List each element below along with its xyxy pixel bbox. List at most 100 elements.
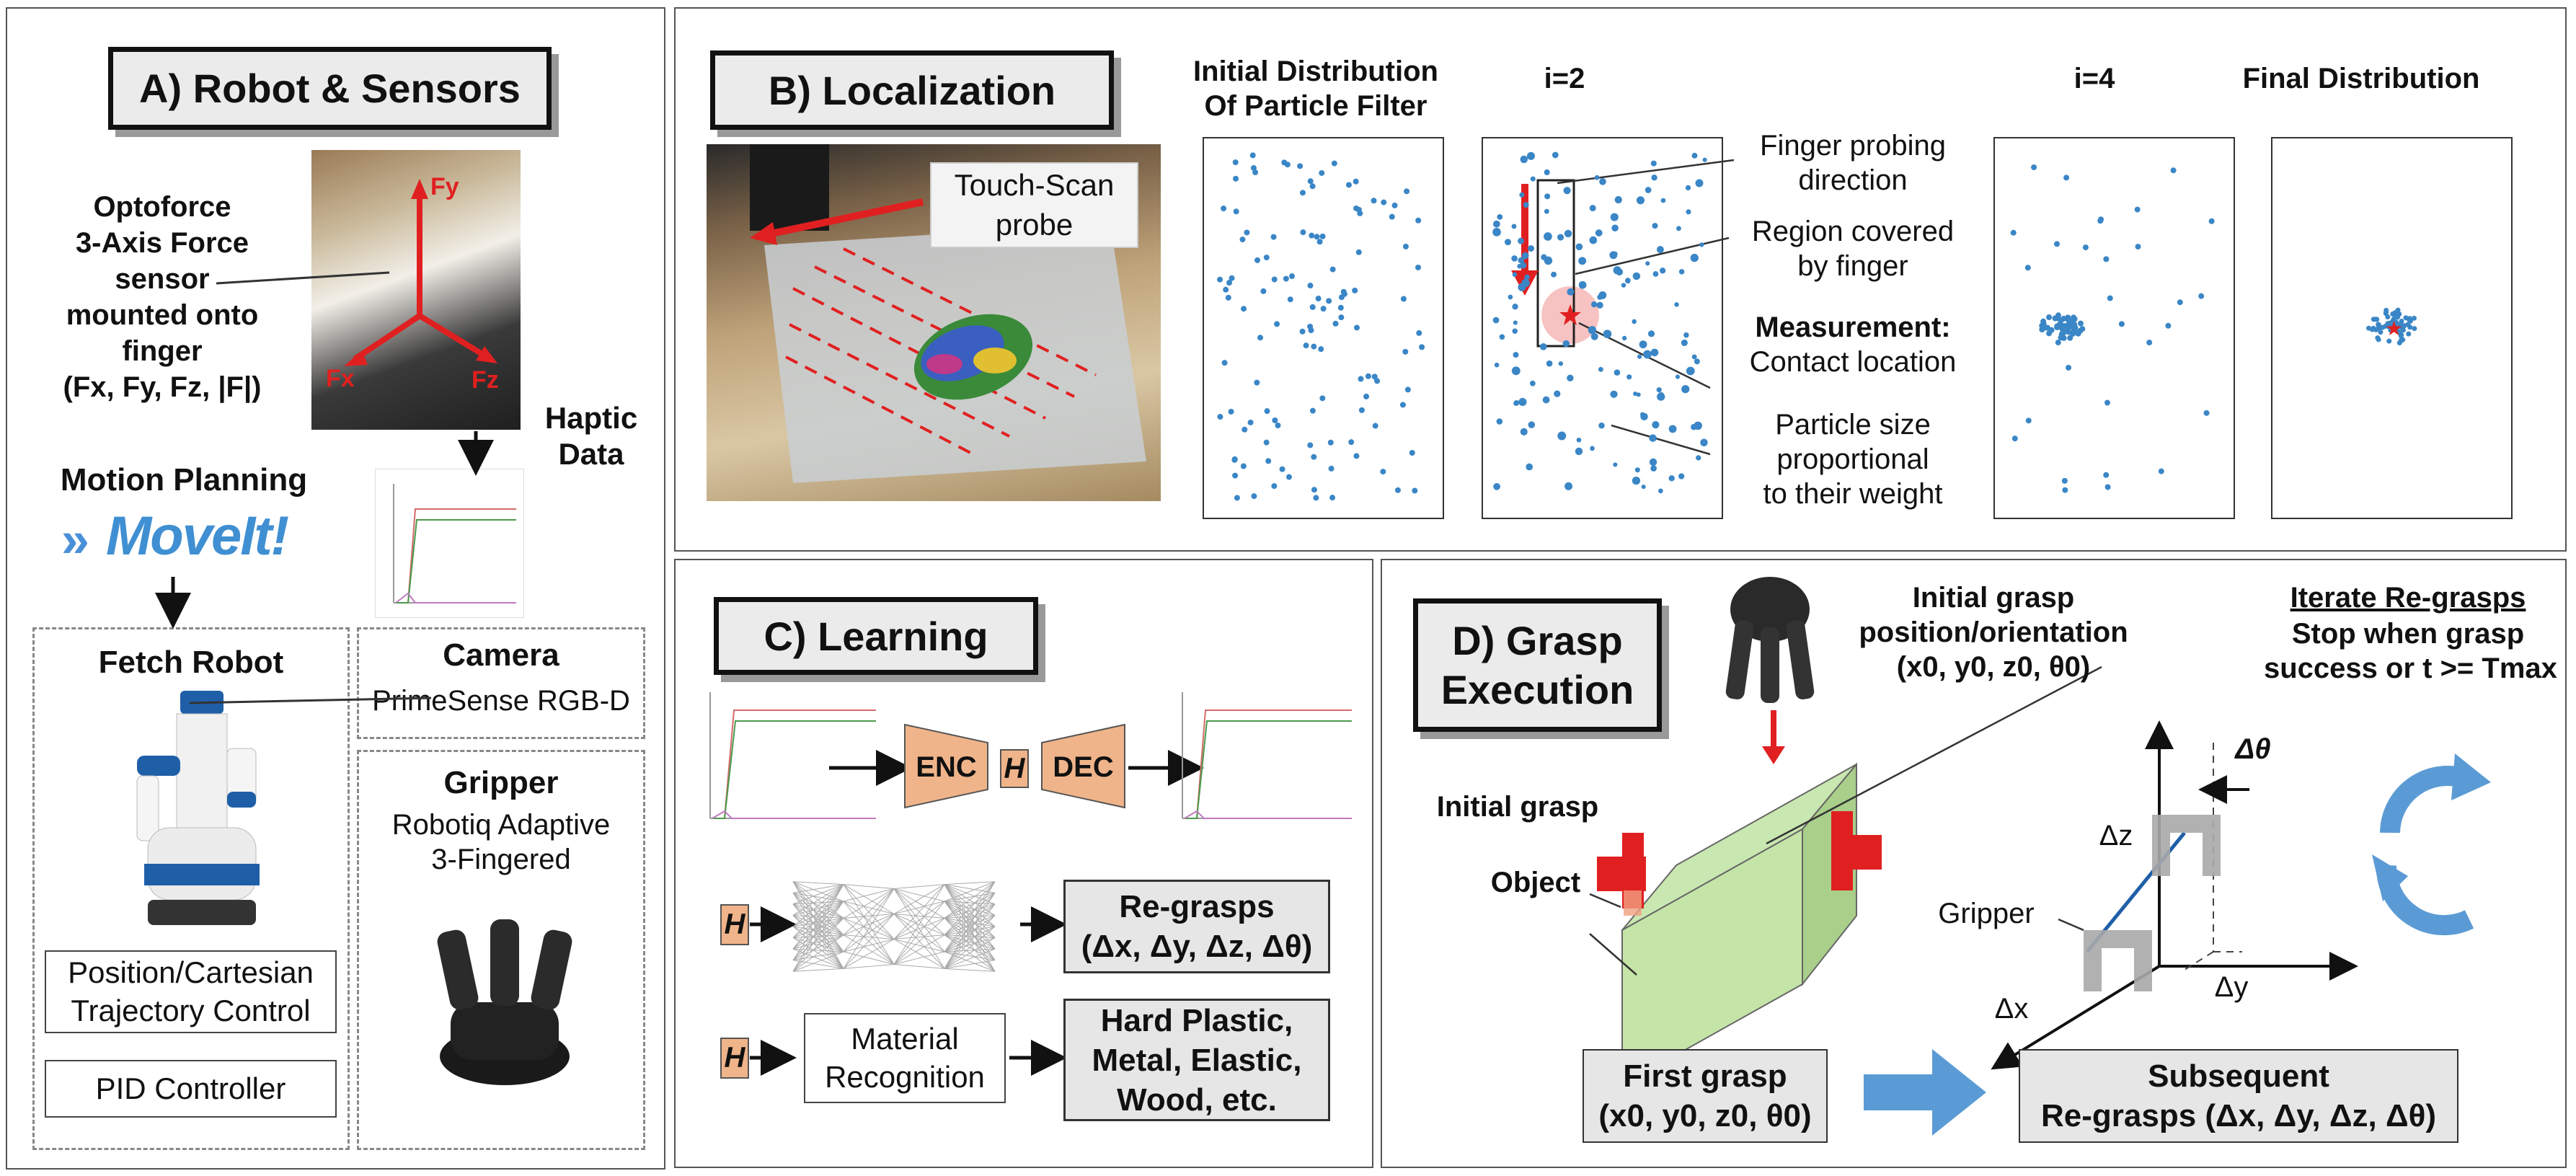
nn-edge (792, 968, 844, 972)
fz-label: Fz (472, 366, 499, 394)
particle-i4 (2062, 487, 2068, 493)
particle-i4-cluster (2079, 326, 2086, 332)
particle-initial (1332, 320, 1339, 327)
particle-i4 (2082, 244, 2089, 251)
particle-initial (1309, 407, 1316, 414)
particle-i2 (1551, 271, 1557, 278)
final-star-icon: ★ (2385, 317, 2403, 340)
particle-initial (1415, 217, 1422, 224)
fy-label: Fy (430, 173, 459, 200)
force-sensor-photo: Fy Fx Fz (311, 150, 521, 430)
particle-i4 (2063, 174, 2070, 181)
particle-i2 (1695, 179, 1704, 187)
particle-initial (1319, 169, 1325, 176)
particle-initial (1232, 472, 1239, 479)
particle-i2 (1494, 362, 1500, 368)
particle-final (2386, 338, 2392, 344)
particle-i2 (1603, 330, 1612, 339)
nn-edge (792, 917, 844, 950)
particle-i2 (1520, 428, 1528, 436)
particle-i2 (1590, 446, 1595, 451)
particle-i2 (1575, 447, 1583, 456)
particle-initial (1311, 487, 1317, 493)
particle-i2 (1576, 437, 1582, 443)
particle-initial (1279, 466, 1285, 472)
nn-edge (944, 884, 996, 893)
particle-initial (1314, 234, 1320, 240)
particle-initial (1275, 423, 1281, 429)
particle-initial (1287, 296, 1293, 303)
nn-edge (944, 903, 996, 919)
annotation-probe-direction: Finger probing direction (1760, 130, 1946, 196)
particle-i2 (1668, 475, 1675, 482)
particle-initial (1318, 346, 1324, 353)
particle-i2 (1700, 438, 1708, 446)
particle-initial (1257, 335, 1264, 341)
particle-initial (1232, 159, 1239, 166)
particle-i2 (1519, 192, 1525, 198)
particle-initial (1415, 264, 1422, 270)
nn-edge (944, 881, 996, 885)
nn-edge (843, 914, 895, 936)
particle-initial (1297, 163, 1304, 169)
particle-i2 (1598, 423, 1605, 429)
particle-i4-cluster (2059, 333, 2066, 340)
particle-final (2406, 331, 2412, 337)
particle-i2 (1589, 236, 1598, 244)
particle-initial (1309, 232, 1315, 239)
nn-edge (944, 960, 996, 969)
particle-i4 (2135, 244, 2141, 250)
nn-edge (944, 926, 996, 969)
nn-edge (792, 901, 844, 905)
particle-i2 (1613, 462, 1618, 467)
particle-final (2403, 315, 2409, 321)
particle-initial (1299, 328, 1306, 335)
particle-i2 (1611, 224, 1619, 231)
decoder-shape (1041, 723, 1125, 809)
particle-initial (1285, 474, 1292, 480)
particle-i2 (1508, 294, 1513, 300)
nn-edge (792, 884, 844, 960)
pid-controller-box: PID Controller (45, 1060, 337, 1118)
nn-edge (944, 951, 996, 972)
particle-initial (1374, 378, 1381, 384)
particle-i4-cluster (2061, 315, 2067, 322)
delta-theta-label: Δθ (2235, 733, 2271, 765)
particle-i2 (1652, 421, 1660, 429)
latent-h-box-2 (720, 904, 749, 945)
particle-i4 (2104, 484, 2111, 490)
gripper-title: Gripper (443, 765, 559, 800)
particle-i2 (1614, 195, 1622, 204)
decoder-label: DEC (1053, 751, 1114, 783)
particle-final (2394, 314, 2399, 320)
particle-i2 (1528, 245, 1535, 252)
particle-i4 (2024, 265, 2031, 271)
nn-edge (944, 901, 996, 905)
moveit-logo: » MoveIt! (61, 505, 289, 567)
particle-initial (1337, 304, 1344, 311)
particle-i4 (2170, 167, 2177, 174)
robotiq-gripper-image (422, 916, 588, 1089)
particle-initial (1316, 239, 1323, 245)
iterate-regrasps-sub: Stop when grasp success or t >= Tmax (2264, 618, 2557, 684)
particle-initial (1283, 275, 1289, 282)
particle-initial (1229, 275, 1235, 281)
particle-i2 (1594, 174, 1600, 180)
iterate-cycle-icon (2376, 766, 2474, 936)
annotation-region-covered: Region covered by finger (1751, 216, 1955, 282)
particle-i4 (2011, 436, 2018, 442)
nn-edge (944, 903, 996, 969)
nn-edge (944, 937, 996, 952)
particle-i2 (1633, 392, 1638, 397)
particle-final (2372, 317, 2378, 322)
gripper-shapes (2084, 815, 2221, 991)
particle-i4-cluster (2075, 330, 2081, 337)
particle-initial (1240, 463, 1247, 469)
particle-initial (1217, 276, 1223, 283)
latent-h-box (1000, 749, 1029, 788)
particle-i2 (1563, 187, 1571, 195)
particle-final (2412, 326, 2417, 332)
